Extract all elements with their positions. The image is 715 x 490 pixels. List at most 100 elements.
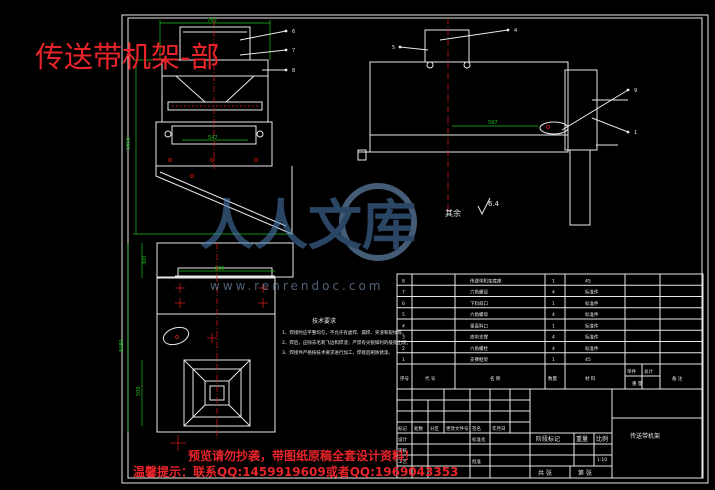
- hopper-funnel: [175, 75, 255, 103]
- tb-row-label-mark: 标记: [398, 425, 407, 432]
- balloon-5: 5: [392, 45, 395, 51]
- parts-row-name: 垂直料口: [470, 322, 488, 329]
- tb-process: 工艺: [398, 459, 407, 465]
- parts-row-material: 标准件: [585, 334, 599, 341]
- parts-header-weight: 重 量: [632, 380, 643, 387]
- parts-row-name: 传送带机架底座: [470, 277, 502, 284]
- tb-row-label-change-doc: 更改文件号: [446, 425, 469, 432]
- parts-row-material: 标准件: [585, 345, 599, 352]
- parts-header-remark: 备 注: [672, 375, 683, 382]
- tech-requirements: 技术要求 1、焊接时应平整均匀，不允许有虚焊、漏焊、夹渣和裂纹等。 2、焊后，应…: [282, 317, 411, 356]
- tb-stage-mark: 阶段标记: [536, 435, 560, 443]
- bottom-height2-dim: 8480: [119, 339, 125, 352]
- parts-row-qty: 1: [552, 357, 555, 363]
- front-top-dim: 780: [207, 18, 217, 24]
- tb-reviewer: 审核: [398, 447, 407, 454]
- parts-row-material: 45: [585, 357, 591, 363]
- tb-weight: 重量: [576, 435, 588, 443]
- watermark-url: www.renrendoc.com: [210, 279, 383, 293]
- front-chute: [155, 166, 293, 235]
- bottom-height3-dim: 500: [136, 386, 142, 396]
- parts-row-no: 8: [402, 278, 405, 284]
- parts-row-no: 1: [402, 357, 405, 363]
- overlay-warning-2: 温馨提示：联系QQ:1459919609或者QQ:1969043353: [133, 464, 458, 479]
- bottom-width-dim: 808: [215, 266, 225, 272]
- side-support: [564, 69, 598, 151]
- parts-row-no: 6: [402, 301, 405, 307]
- tb-row-label-zone: 分区: [430, 425, 439, 432]
- parts-row-no: 2: [402, 346, 405, 352]
- parts-row-qty: 4: [552, 346, 555, 352]
- tb-standardize: 标准化: [472, 436, 486, 443]
- parts-row-no: 4: [402, 323, 405, 329]
- surface-note: 其余 6.4: [445, 197, 500, 218]
- parts-row-qty: 1: [552, 301, 555, 307]
- tb-scale-value: 1:10: [597, 457, 607, 463]
- parts-row-material: 45: [585, 278, 591, 284]
- parts-header-no: 序号: [400, 375, 409, 382]
- tb-drawing-name: 传送带机架: [630, 432, 660, 440]
- tb-row-label-date: 年月日: [492, 425, 506, 432]
- balloon-9: 9: [634, 88, 637, 94]
- bottom-view: 808 300 8480 500: [119, 242, 294, 451]
- parts-row-no: 5: [402, 312, 405, 318]
- parts-row-no: 3: [402, 335, 405, 341]
- title-block: 标记 处数 分区 更改文件号 签名 年月日 设计 标准化 审核 工艺 批准 阶段…: [396, 388, 704, 479]
- tb-approve: 批准: [472, 458, 481, 465]
- parts-row-name: 下料斜口: [470, 300, 488, 307]
- hopper-leaf: [162, 326, 190, 346]
- balloon-1: 1: [634, 130, 637, 136]
- bottom-height1-dim: 300: [142, 255, 148, 265]
- parts-row-name: 六角螺母: [470, 311, 488, 318]
- parts-row-qty: 4: [552, 312, 555, 318]
- front-inner-dim: 547: [208, 135, 218, 141]
- parts-row-name: 六角螺栓: [470, 345, 488, 352]
- tb-scale: 比例: [596, 435, 608, 443]
- tech-req-title: 技术要求: [312, 317, 336, 325]
- tb-sheets: 共 张: [538, 469, 552, 477]
- parts-header-unit-weight: 单件: [627, 368, 636, 375]
- bottom-top-frame: [156, 242, 294, 278]
- parts-header-code: 代 号: [425, 375, 436, 382]
- parts-row-no: 7: [402, 290, 405, 296]
- parts-row-qty: 1: [552, 278, 555, 284]
- parts-header-total-weight: 总计: [644, 368, 653, 375]
- overlay-warning-1: 预览请勿抄袭，带图纸原稿全套设计资料！: [188, 448, 416, 463]
- parts-row-material: 标准件: [585, 311, 599, 318]
- parts-row-material: 标准件: [585, 289, 599, 296]
- tech-req-item-2: 2、焊后，应除去毛刺飞边和焊渣；严禁有尖锐锋利的棱角出现；: [282, 339, 411, 346]
- tb-sheet-no: 第 张: [578, 469, 592, 477]
- bottom-base-plate: [156, 313, 276, 433]
- watermark-ring: [339, 183, 417, 261]
- parts-row-qty: 1: [552, 323, 555, 329]
- tb-row-label-sign: 签名: [472, 425, 481, 432]
- front-view: 780 547 1050 6: [126, 18, 295, 235]
- side-inlet: [424, 29, 470, 63]
- tb-designer: 设计: [398, 436, 407, 443]
- side-offset-dim: 597: [488, 120, 498, 126]
- side-body: [369, 61, 569, 153]
- side-view: 597 4 5 9 1: [357, 18, 637, 226]
- tech-req-item-1: 1、焊接时应平整均匀，不允许有虚焊、漏焊、夹渣和裂纹等。: [282, 329, 406, 336]
- parts-row-material: 标准件: [585, 300, 599, 307]
- front-height-dim: 1050: [126, 137, 132, 150]
- tech-req-item-3: 3、焊接件严格按技术要求进行加工，焊接后刷防锈漆。: [282, 349, 393, 356]
- balloon-4: 4: [514, 28, 517, 34]
- parts-row-name: 皮带支撑: [470, 334, 488, 341]
- surface-note-label: 其余: [445, 208, 461, 218]
- parts-row-qty: 4: [552, 335, 555, 341]
- watermark: 人人文库 www.renrendoc.com: [200, 183, 417, 293]
- parts-row-name: 支撑框架: [470, 356, 488, 363]
- tb-row-label-count: 处数: [414, 425, 423, 432]
- overlay-title: 传送带机架-部: [35, 40, 219, 74]
- hopper-plan-outer: [183, 359, 251, 427]
- parts-header-qty: 数量: [548, 375, 557, 382]
- parts-row-material: 标准件: [585, 322, 599, 329]
- outer-frame: [121, 14, 709, 484]
- parts-header-name: 名 称: [490, 375, 501, 382]
- parts-row-name: 六角螺母: [470, 289, 488, 296]
- balloon-8: 8: [292, 68, 295, 74]
- roughness-symbol: [477, 197, 491, 216]
